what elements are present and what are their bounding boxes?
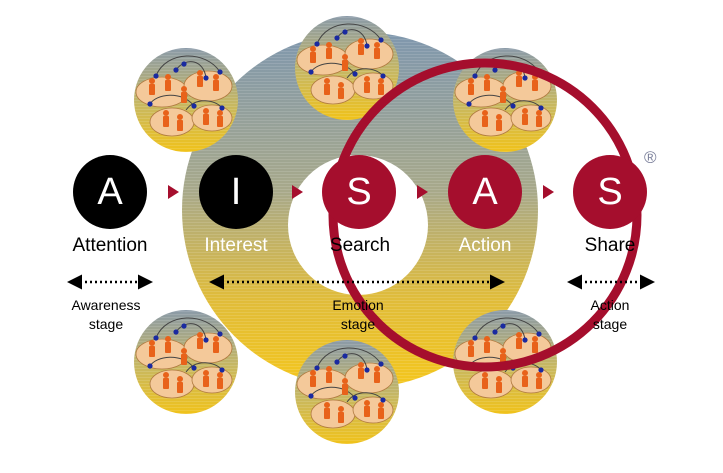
people-network-icon <box>133 47 239 153</box>
stage-circle-share <box>573 155 647 229</box>
arrow-right-icon <box>417 185 428 199</box>
stage-circle-search <box>322 155 396 229</box>
people-network-icon <box>133 309 239 415</box>
arrow-right-icon <box>543 185 554 199</box>
stage-circle-action <box>448 155 522 229</box>
arrow-right-icon <box>292 185 303 199</box>
people-network-icon <box>294 339 400 445</box>
stage-circle-attention <box>73 155 147 229</box>
arrow-right-icon <box>168 185 179 199</box>
stage-circle-interest <box>199 155 273 229</box>
